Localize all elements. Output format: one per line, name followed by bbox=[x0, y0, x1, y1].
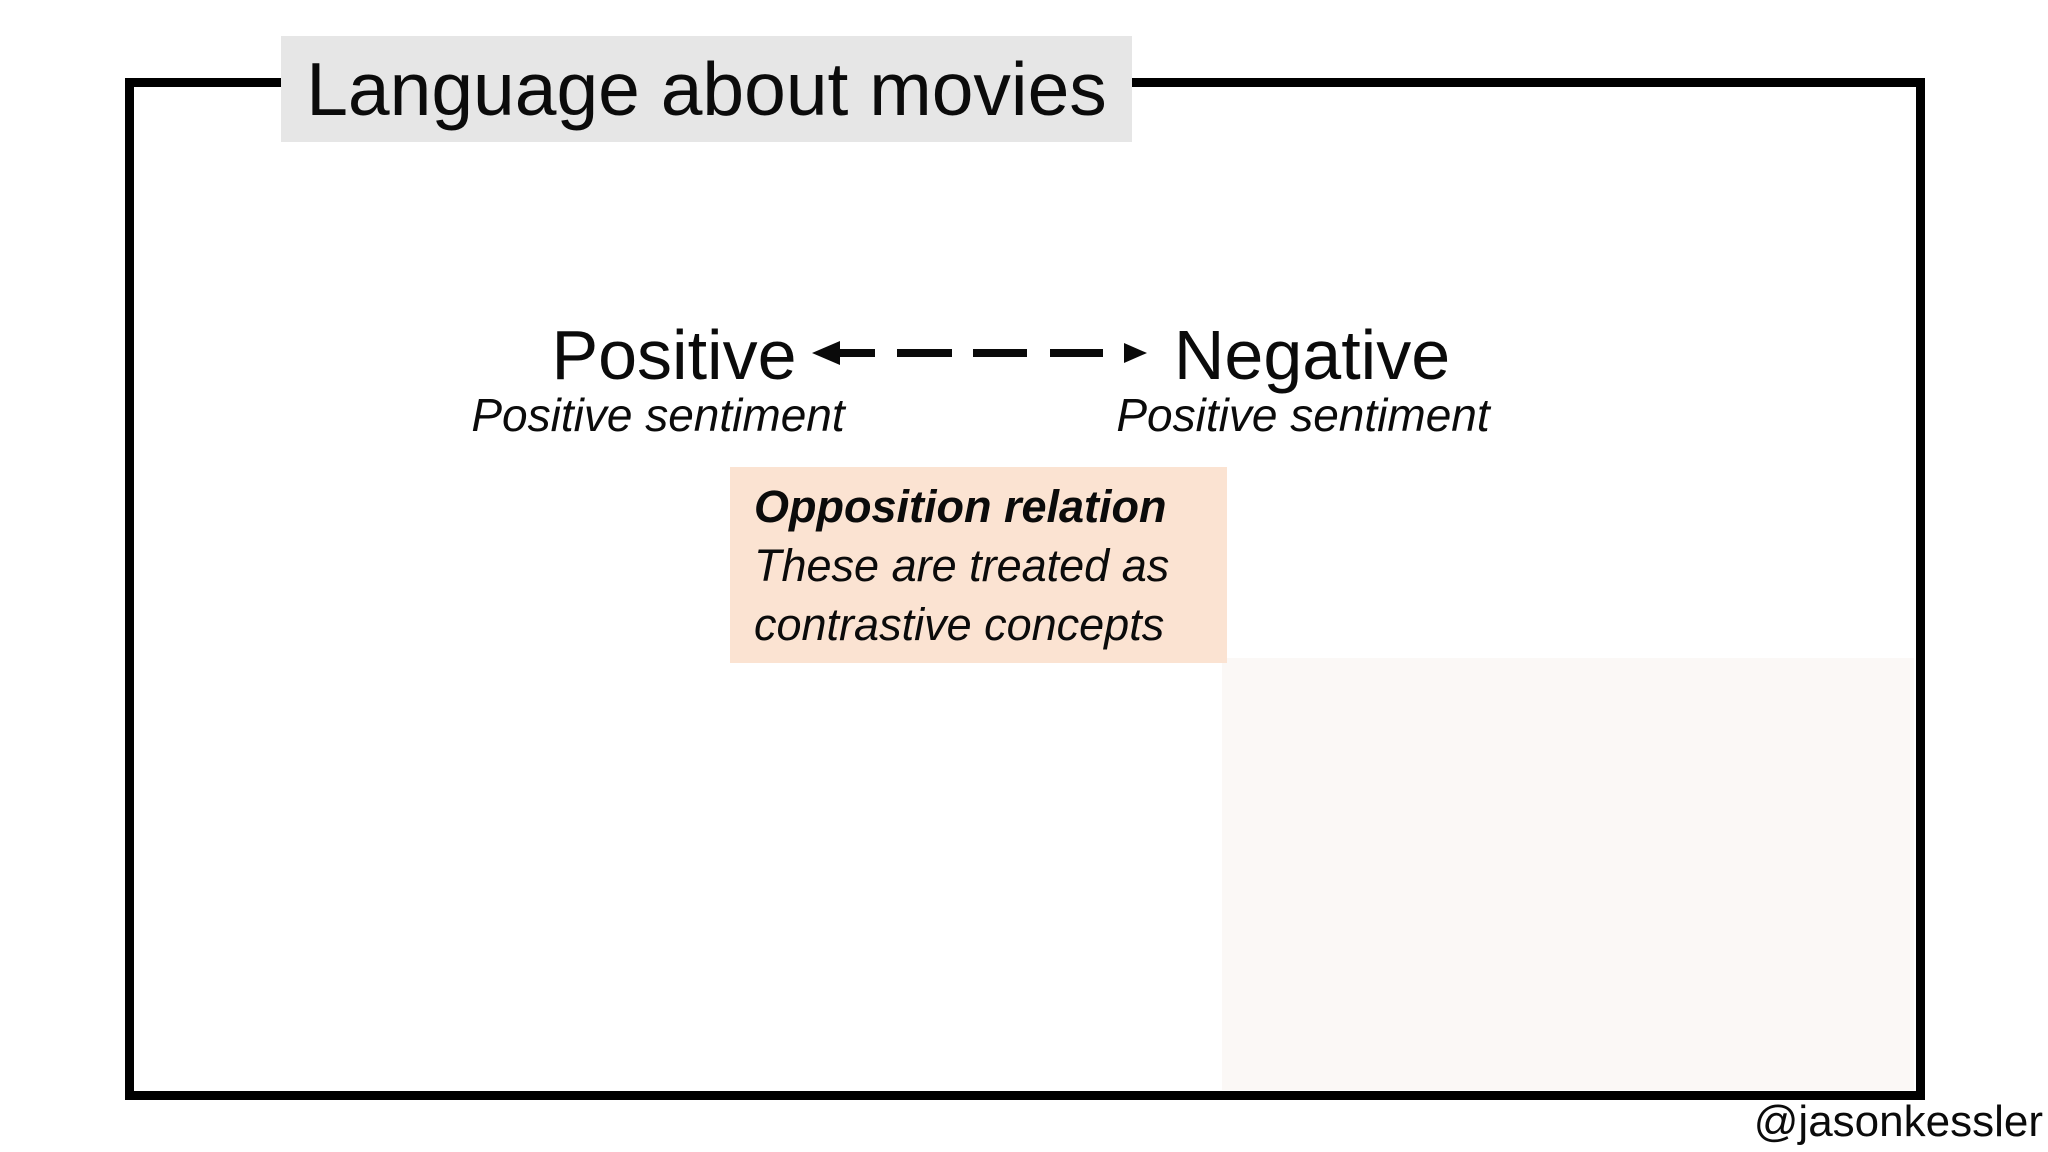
concept-label-negative: Negative bbox=[1173, 316, 1451, 394]
opposition-arrow-icon bbox=[812, 341, 1147, 365]
sublabel-positive: Positive sentiment bbox=[471, 389, 845, 441]
slide-title: Language about movies bbox=[281, 36, 1132, 142]
concept-label-positive: Positive bbox=[551, 316, 797, 394]
relation-note-heading: Opposition relation bbox=[754, 481, 1167, 532]
faint-highlight-region bbox=[1222, 658, 1914, 1090]
sublabel-negative: Positive sentiment bbox=[1116, 389, 1490, 441]
attribution-handle: @jasonkessler bbox=[1753, 1097, 2043, 1146]
relation-note-line2: contrastive concepts bbox=[754, 599, 1165, 650]
relation-note: Opposition relation These are treated as… bbox=[730, 467, 1227, 663]
relation-note-line1: These are treated as bbox=[754, 540, 1170, 591]
